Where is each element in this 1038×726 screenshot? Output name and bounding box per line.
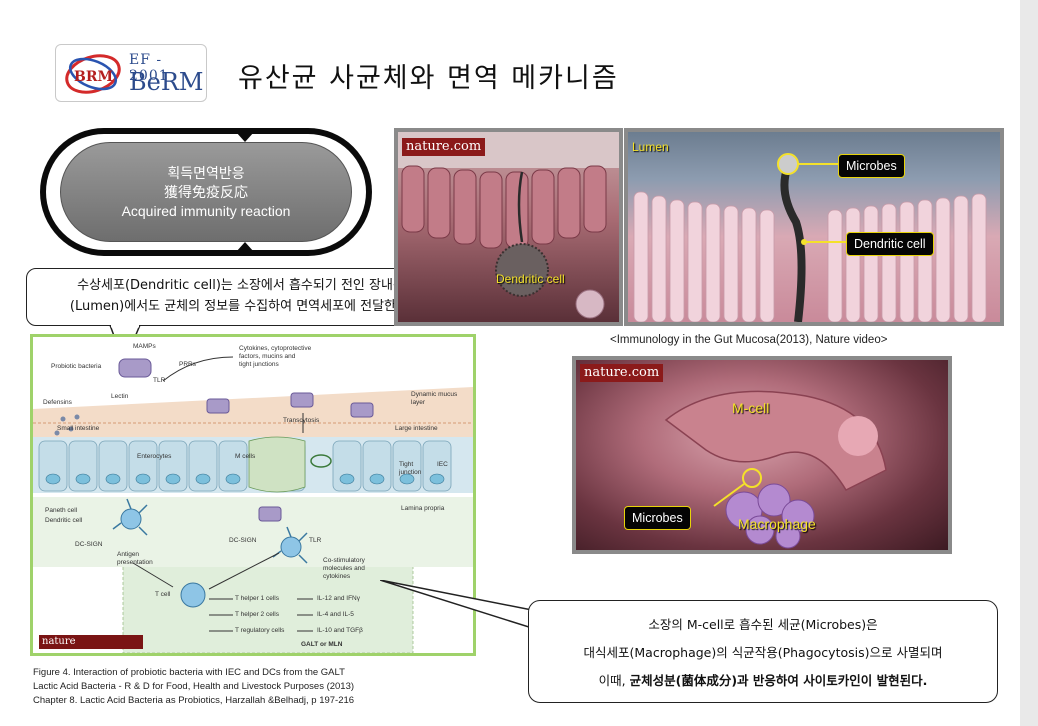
fig-label-lectin: Lectin: [111, 393, 129, 400]
nature-video-still-lumen: Lumen Microbes Dendritic cell: [624, 128, 1004, 326]
fig-label-il12: IL-12 and IFNγ: [317, 595, 360, 602]
fig-label-small-intestine: Small intestine: [57, 425, 100, 432]
nature-video-still-dendritic: nature.com Dendritic cell: [394, 128, 623, 326]
fig-label-costim3: cytokines: [323, 573, 351, 580]
fig-label-tlr2: TLR: [309, 537, 322, 544]
mcell-illustration: [664, 390, 887, 549]
fig-label-mucus2: layer: [411, 399, 426, 406]
shot3-nature-badge: nature.com: [580, 364, 664, 382]
fig-label-dcsign2: DC-SIGN: [229, 537, 257, 544]
figure-diagram: [33, 337, 473, 653]
fig-label-costim2: molecules and: [323, 565, 365, 572]
caption-line3: Chapter 8. Lactic Acid Bacteria as Probi…: [33, 695, 355, 706]
bubble1-line2: (Lumen)에서도 균체의 정보를 수집하여 면역세포에 전달한다.: [69, 299, 413, 314]
shot2-microbes-callout: Microbes: [838, 154, 905, 178]
bubble2-line3b: 균체성분(菌体成分)과 반응하여 사이토카인이 발현된다.: [629, 673, 928, 688]
fig-label-dendritic: Dendritic cell: [45, 517, 83, 524]
dendritic-cell-note-bubble: 수상세포(Dendritic cell)는 소장에서 흡수되기 전인 장내강 (…: [26, 268, 456, 326]
fig-label-enterocytes: Enterocytes: [137, 453, 172, 460]
shot1-dendritic-label: Dendritic cell: [496, 272, 565, 286]
fig-label-junction: junction: [399, 469, 422, 476]
fig-label-large-intestine: Large intestine: [395, 425, 438, 432]
fig-label-lamina: Lamina propria: [401, 505, 445, 512]
fig-label-galt: GALT or MLN: [301, 641, 343, 648]
nature-video-still-mcell: nature.com M-cell Microbes Macrophage: [572, 356, 952, 554]
fig-label-costim: Co-stimulatory: [323, 557, 365, 564]
berm-logo: BRM EF - 2001 BeRM: [55, 44, 207, 102]
caption-line1: Figure 4. Interaction of probiotic bacte…: [33, 667, 345, 678]
stadium-line3: Acquired immunity reaction: [121, 203, 291, 219]
probiotic-iec-figure: MAMPs Probiotic bacteria PRRs TLR Lectin…: [30, 334, 476, 656]
stadium-line1: 획득면역반응: [167, 165, 245, 181]
fig-label-transcytosis: Transcytosis: [283, 417, 320, 424]
fig-label-il4: IL-4 and IL-5: [317, 611, 354, 618]
acquired-immunity-badge: 획득면역반응 獲得免疫反応 Acquired immunity reaction: [40, 128, 372, 256]
fig-label-paneth: Paneth cell: [45, 507, 78, 514]
lumen-illustration: [633, 153, 987, 322]
fig-label-th1: T helper 1 cells: [235, 595, 279, 602]
fig-label-antigen: Antigen: [117, 551, 140, 558]
logo-line2: BeRM: [129, 68, 204, 96]
figure-nature-mark: nature: [39, 635, 143, 649]
shot3-mcell-label: M-cell: [732, 400, 770, 416]
shot3-macrophage-label: Macrophage: [738, 516, 816, 532]
fig-label-treg: T regulatory cells: [235, 627, 285, 634]
figure-caption: Figure 4. Interaction of probiotic bacte…: [33, 666, 354, 708]
caption-line2: Lactic Acid Bacteria - R & D for Food, H…: [33, 681, 355, 692]
logo-line1: EF - 2001: [129, 52, 169, 84]
fig-label-tight: Tight: [399, 461, 414, 468]
shot2-lumen-label: Lumen: [632, 140, 669, 154]
notch-bottom: [236, 242, 254, 252]
page-title: 유산균 사균체와 면역 메카니즘: [238, 63, 619, 94]
fig-label-tlr: TLR: [153, 377, 166, 384]
fig-label-mcells: M cells: [235, 453, 256, 460]
bubble2-line2: 대식세포(Macrophage)의 식균작용(Phagocytosis)으로 사…: [583, 645, 943, 660]
bubble2-line3a: 이때,: [598, 673, 630, 688]
bubble1-line1: 수상세포(Dendritic cell)는 소장에서 흡수되기 전인 장내강: [77, 278, 405, 293]
macrophage-note-bubble: 소장의 M-cell로 흡수된 세균(Microbes)은 대식세포(Macro…: [528, 600, 998, 703]
fig-label-prrs: PRRs: [179, 361, 196, 368]
bubble2-tail: [380, 580, 533, 630]
fig-label-dcsign1: DC-SIGN: [75, 541, 103, 548]
fig-label-cytokines-top3: tight junctions: [239, 361, 279, 368]
notch-top: [236, 132, 254, 142]
fig-label-cytokines-top2: factors, mucins and: [239, 353, 296, 360]
shot3-microbes-callout: Microbes: [624, 506, 691, 530]
stadium-line2: 獲得免疫反応: [164, 184, 248, 200]
bubble2-line1: 소장의 M-cell로 흡수된 세균(Microbes)은: [648, 617, 878, 632]
fig-label-th2: T helper 2 cells: [235, 611, 279, 618]
fig-label-mucus: Dynamic mucus: [411, 391, 458, 398]
brm-logo-icon: BRM: [65, 54, 121, 94]
fig-label-iec: IEC: [437, 461, 448, 468]
fig-label-tcell: T cell: [155, 591, 171, 598]
shot1-nature-badge: nature.com: [402, 138, 486, 156]
fig-label-cytokines-top: Cytokines, cytoprotective: [239, 345, 312, 352]
fig-label-probiotic: Probiotic bacteria: [51, 363, 102, 370]
shot2-dendritic-callout: Dendritic cell: [846, 232, 934, 256]
villi-illustration: [398, 132, 619, 319]
fig-label-mamps: MAMPs: [133, 343, 156, 350]
right-edge-bar: [1020, 0, 1038, 726]
bubble2-line3: 이때, 균체성분(菌体成分)과 반응하여 사이토카인이 발현된다.: [537, 667, 989, 695]
video-reference: <Immunology in the Gut Mucosa(2013), Nat…: [610, 334, 888, 346]
fig-label-il10: IL-10 and TGFβ: [317, 627, 363, 634]
fig-label-presentation: presentation: [117, 559, 153, 566]
logo-mark: BRM: [74, 69, 113, 85]
fig-label-defensins: Defensins: [43, 399, 72, 406]
